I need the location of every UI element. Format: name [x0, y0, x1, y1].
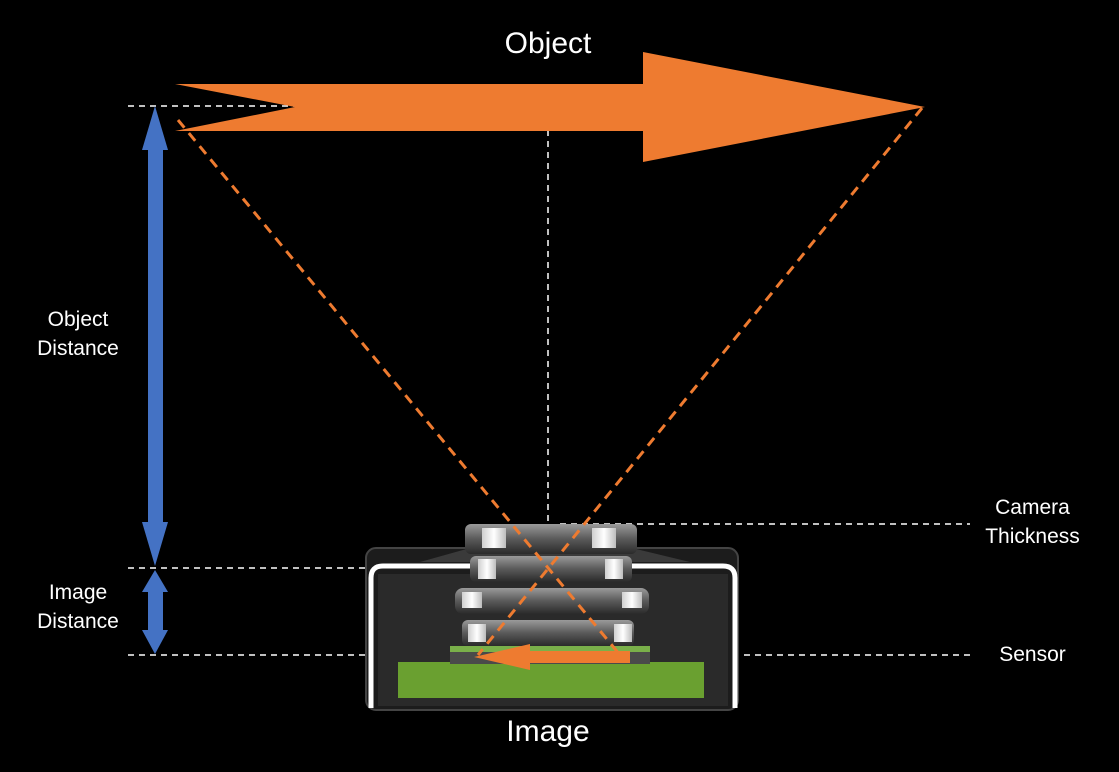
camera-thickness-label: Camera Thickness — [965, 493, 1100, 552]
light-rays — [176, 107, 924, 656]
ray-right — [476, 107, 924, 656]
object-arrow — [175, 52, 925, 162]
sensor-label: Sensor — [999, 643, 1066, 666]
object-distance-label: Object Distance — [8, 305, 148, 364]
camera-thickness-label-line2: Thickness — [985, 525, 1080, 549]
image-distance-label: Image Distance — [8, 578, 148, 637]
image-arrow — [474, 644, 630, 670]
object-distance-label-line1: Object — [47, 308, 109, 331]
image-label: Image — [506, 715, 590, 748]
ray-left — [176, 119, 622, 656]
image-distance-label-line1: Image — [48, 581, 108, 604]
image-distance-arrow — [142, 570, 168, 654]
sensor-surface — [450, 646, 650, 652]
object-distance-label-line2: Distance — [37, 337, 119, 361]
sensor-board — [398, 662, 704, 698]
object-distance-arrow — [142, 106, 168, 566]
image-distance-label-line2: Distance — [37, 610, 119, 634]
object-label: Object — [504, 27, 592, 60]
camera-thickness-label-line1: Camera — [995, 496, 1070, 519]
camera-module — [365, 524, 739, 711]
lens-stack — [455, 524, 649, 646]
